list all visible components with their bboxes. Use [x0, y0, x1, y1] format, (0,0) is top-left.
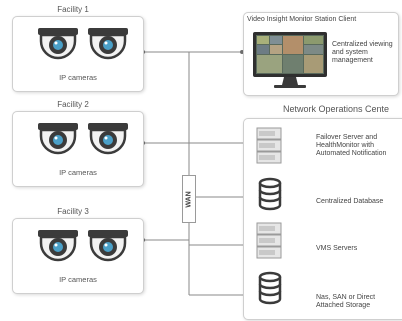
facility-1-label: Facility 1 [57, 5, 89, 14]
monitor-station-title: Video Insight Monitor Station Client [247, 16, 357, 23]
noc-title: Network Operations Cente [283, 104, 390, 114]
facility-3-box: IP cameras [12, 218, 144, 294]
monitor-station-description: Centralized viewing and system managemen… [332, 41, 393, 64]
noc-box: Failover Server and HealthMonitor with A… [243, 118, 402, 320]
dome-camera-icon [88, 28, 128, 60]
dome-camera-icon [88, 123, 128, 155]
dome-camera-icon [38, 28, 78, 60]
facility-2-label: Facility 2 [57, 100, 89, 109]
facility-1-box: IP cameras [12, 16, 144, 92]
dome-camera-icon [38, 123, 78, 155]
facility-2-box: IP cameras [12, 111, 144, 187]
monitor-icon [253, 32, 327, 88]
noc-item-2-text: Centralized Database [316, 198, 384, 205]
noc-item-3-text: VMS Servers [316, 245, 358, 252]
server-stack-icon [256, 127, 282, 164]
dome-camera-icon [38, 230, 78, 262]
wan-label: WAN [182, 175, 196, 223]
noc-item-4-text: Nas, SAN or Direct Attached Storage [316, 294, 376, 309]
facility-2-caption: IP cameras [59, 168, 97, 177]
monitor-station-box: Video Insight Monitor Station Client Cen… [243, 12, 399, 96]
noc-item-1-text: Failover Server and HealthMonitor with A… [316, 134, 387, 157]
server-stack-icon [256, 222, 282, 259]
database-icon [258, 177, 282, 211]
facility-1-caption: IP cameras [59, 73, 97, 82]
dome-camera-icon [88, 230, 128, 262]
facility-3-label: Facility 3 [57, 207, 89, 216]
database-icon [258, 271, 282, 305]
facility-3-caption: IP cameras [59, 275, 97, 284]
